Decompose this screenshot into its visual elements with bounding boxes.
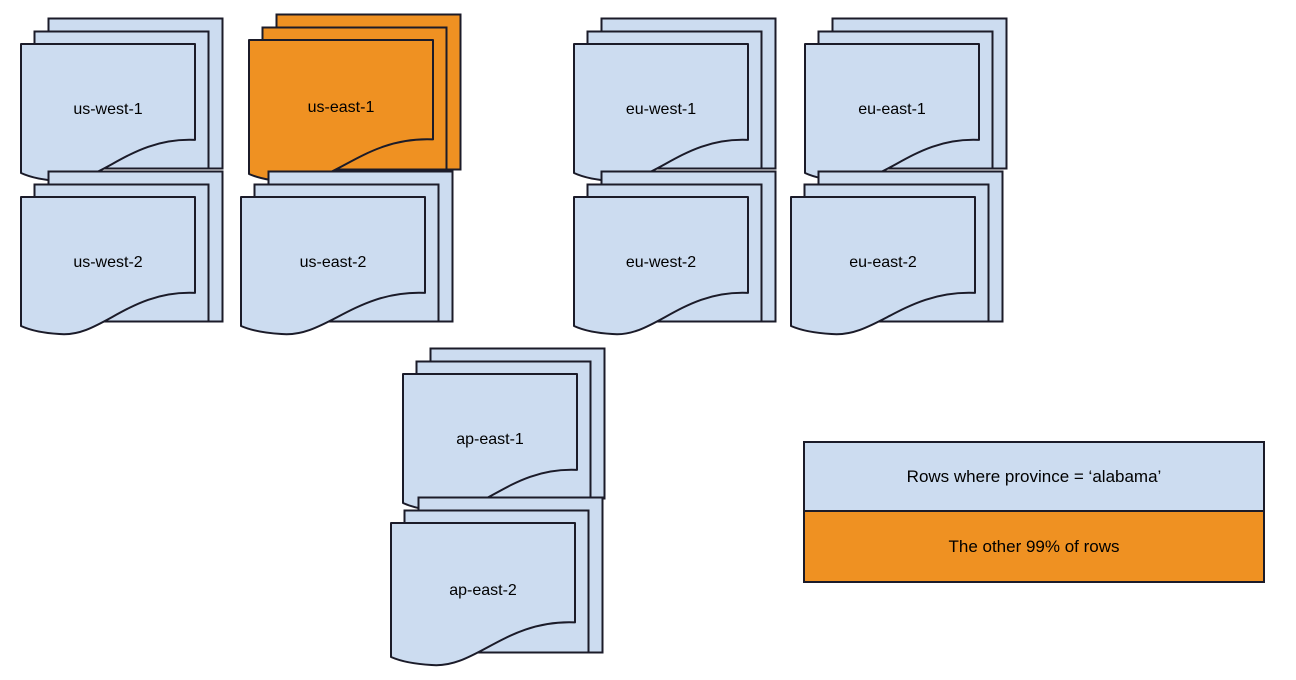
document-stack-us-west-1: us-west-1: [20, 17, 224, 183]
stack-sheet-front: [20, 196, 196, 336]
legend-label-alabama: Rows where province = ‘alabama’: [906, 466, 1162, 486]
document-stack-ap-east-1: ap-east-1: [402, 347, 606, 513]
legend: Rows where province = ‘alabama’ The othe…: [803, 441, 1265, 583]
stack-sheet-front: [573, 196, 749, 336]
stack-sheet-front: [390, 522, 576, 667]
stack-sheet-front: [790, 196, 976, 336]
document-stack-us-west-2: us-west-2: [20, 170, 224, 336]
document-stack-eu-east-2: eu-east-2: [790, 170, 1004, 336]
legend-label-other: The other 99% of rows: [948, 536, 1120, 556]
document-stack-us-east-2: us-east-2: [240, 170, 454, 336]
legend-row-alabama: Rows where province = ‘alabama’: [805, 443, 1263, 512]
document-stack-eu-west-2: eu-west-2: [573, 170, 777, 336]
document-stack-eu-west-1: eu-west-1: [573, 17, 777, 183]
document-stack-eu-east-1: eu-east-1: [804, 17, 1008, 183]
document-stack-ap-east-2: ap-east-2: [390, 496, 604, 667]
stack-sheet-front: [240, 196, 426, 336]
legend-row-other: The other 99% of rows: [805, 512, 1263, 581]
document-stack-us-east-1: us-east-1: [248, 13, 462, 184]
